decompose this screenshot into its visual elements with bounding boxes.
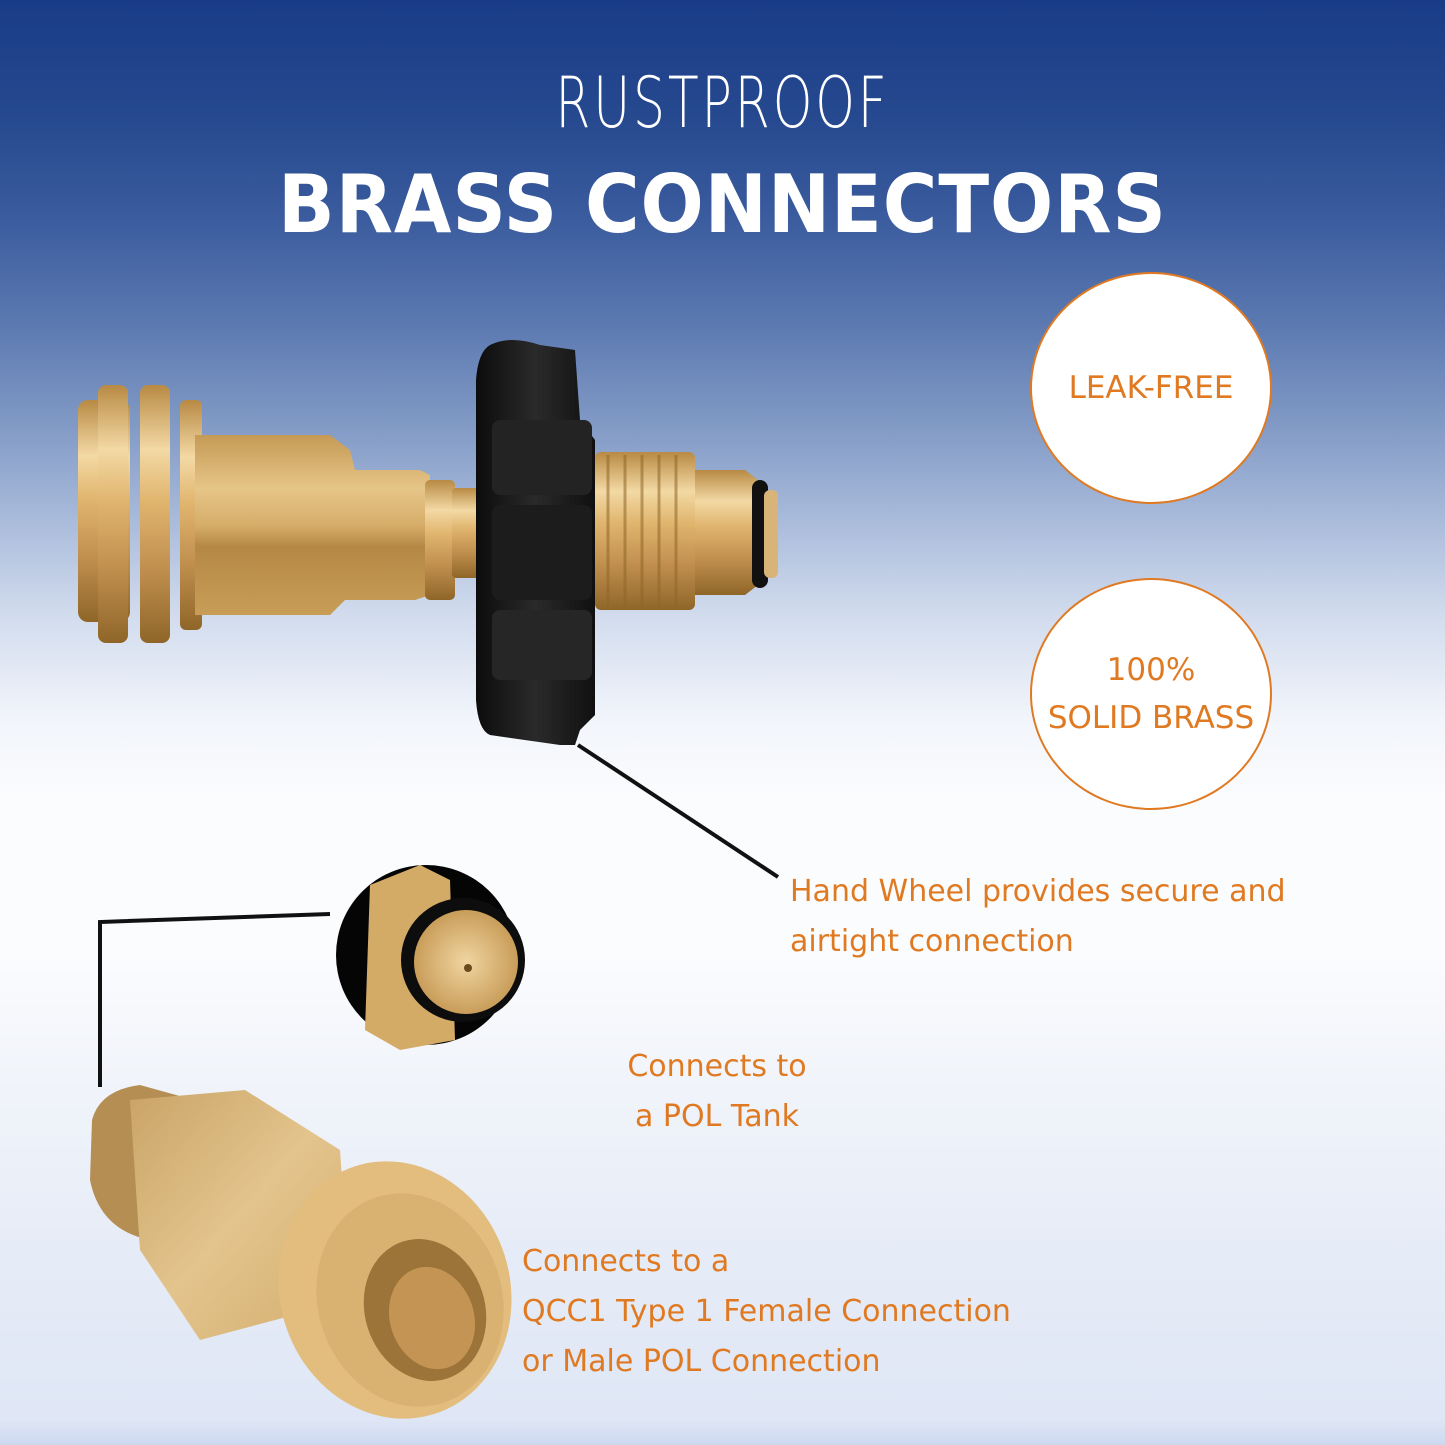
pol-tip-closeup-image [336,865,525,1050]
headline-brass-connectors: BRASS CONNECTORS [278,158,1167,251]
badge-solid-brass: 100% SOLID BRASS [1030,578,1272,810]
callout-pol-tank: Connects to a POL Tank [627,1049,807,1134]
hand-wheel-leader-line [576,743,780,879]
badge-leak-free: LEAK-FREE [1030,272,1272,504]
propane-adapter-image [78,340,778,745]
headline-rustproof: RUSTPROOF [555,62,890,144]
qcc1-fitting-image [90,1085,512,1419]
callout-qcc1: Connects to a QCC1 Type 1 Female Connect… [522,1244,1011,1379]
callout-hand-wheel: Hand Wheel provides secure and airtight … [790,874,1286,959]
badge-solid-brass-label: 100% SOLID BRASS [1047,652,1255,736]
pol-tip-leader-line [98,912,331,1087]
badge-leak-free-label: LEAK-FREE [1068,370,1234,406]
